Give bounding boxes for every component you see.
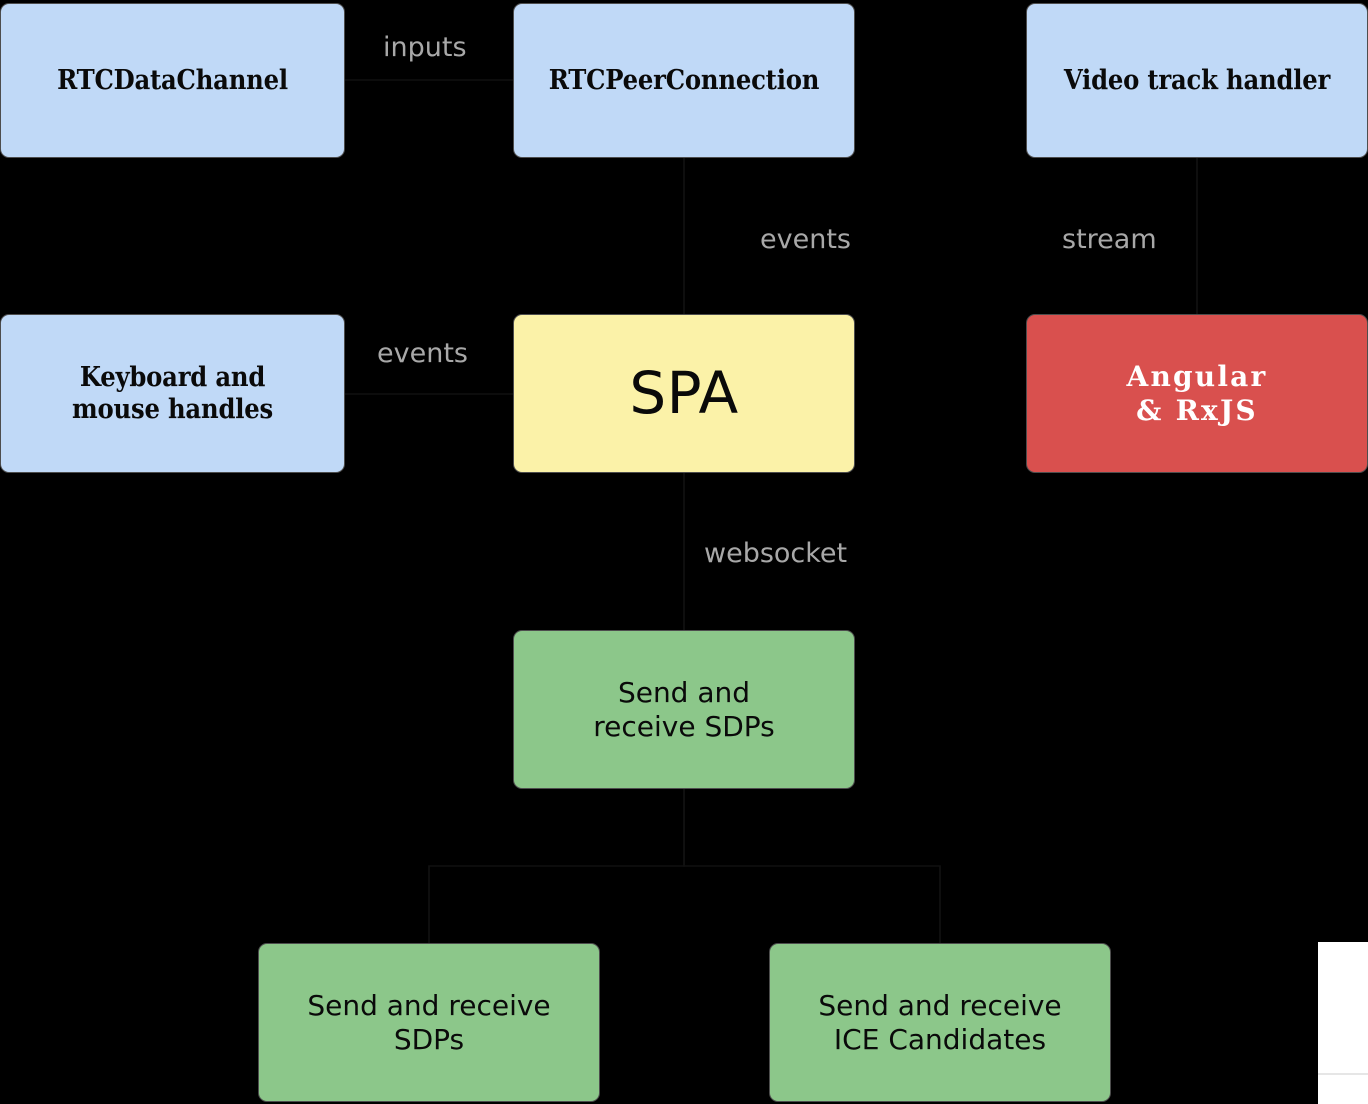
node-angular-rxjs[interactable]: Angular & RxJS [1026, 314, 1368, 473]
node-spa[interactable]: SPA [513, 314, 855, 473]
node-label-line1: SPA [629, 359, 739, 428]
edge-label-websocket: websocket [704, 538, 848, 569]
node-rtc-peer-connection[interactable]: RTCPeerConnection [513, 3, 855, 158]
corner-panel-divider [1318, 1073, 1368, 1075]
node-label-line2: & RxJS [1136, 393, 1258, 427]
node-label-line1: Send and receive [307, 989, 551, 1023]
node-label-line1: Send and receive [818, 989, 1062, 1023]
edge-sdps-to-bottom-sdps [428, 789, 685, 943]
node-label-line1: Keyboard and [79, 361, 266, 393]
node-label-line1: Send and [617, 676, 751, 710]
node-keyboard-mouse-handles[interactable]: Keyboard and mouse handles [0, 314, 345, 473]
edge-label-stream: stream [1062, 224, 1157, 255]
edge-sdps-to-ice [683, 789, 941, 943]
node-rtc-data-channel[interactable]: RTCDataChannel [0, 3, 345, 158]
node-label-line1: RTCDataChannel [57, 64, 288, 96]
corner-panel [1318, 942, 1368, 1104]
edge-label-events-top: events [760, 224, 851, 255]
node-label-line2: ICE Candidates [833, 1022, 1047, 1056]
node-send-receive-ice-candidates[interactable]: Send and receive ICE Candidates [769, 943, 1111, 1102]
node-label-line1: Video track handler [1063, 64, 1331, 96]
edge-label-events-left: events [377, 338, 468, 369]
node-label-line2: receive SDPs [593, 709, 775, 743]
node-send-receive-sdps-middle[interactable]: Send and receive SDPs [513, 630, 855, 789]
node-label-line1: RTCPeerConnection [548, 64, 820, 96]
node-label-line1: Angular [1126, 360, 1268, 394]
node-label-line2: mouse handles [72, 393, 273, 425]
node-video-track-handler[interactable]: Video track handler [1026, 3, 1368, 158]
node-label-line2: SDPs [393, 1022, 465, 1056]
node-send-receive-sdps-bottom[interactable]: Send and receive SDPs [258, 943, 600, 1102]
edge-label-inputs: inputs [383, 32, 467, 63]
